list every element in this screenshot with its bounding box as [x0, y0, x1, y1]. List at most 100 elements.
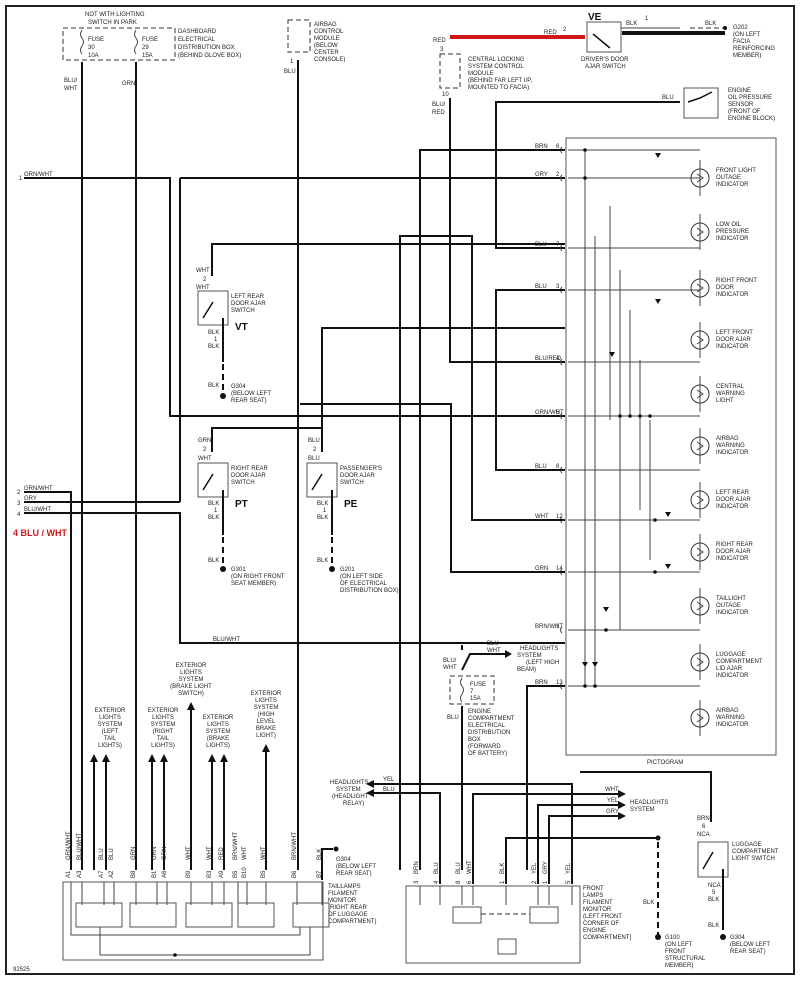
ext-label-line: (BRAKE LIGHT: [170, 684, 212, 690]
g202-line-2: (ON LEFT: [733, 32, 761, 38]
tm-label-5: OF LUGGAGE: [328, 912, 368, 918]
pin-number: 8: [556, 464, 560, 470]
pin-wire-label: WHT: [535, 514, 549, 520]
pin-wire: BLU: [456, 862, 462, 874]
fm-label-6: CORNER OF: [583, 921, 619, 927]
oil-pressure-sensor: ENGINE OIL PRESSURE SENSOR (FRONT OF ENG…: [662, 87, 775, 122]
arrow-up-icon: [102, 754, 110, 762]
pin-wire-label: GRY: [535, 172, 548, 178]
indicator-label: PRESSURE: [716, 229, 749, 235]
pt-switch-icon: [202, 473, 214, 491]
pin-id: A2: [109, 870, 115, 878]
cl-pin-bottom: 10: [442, 92, 449, 98]
pin-wire-label: BRN: [535, 680, 548, 686]
arrow-icon: [366, 789, 374, 797]
g100-wire: BLK: [643, 900, 654, 906]
f7-wire-in-1: BLU/: [443, 658, 457, 664]
pin-id: B3: [207, 870, 213, 878]
airbag-label-3: MODULE: [314, 36, 340, 42]
junction-dot: [583, 148, 587, 152]
wire-label-grn: GRN: [122, 81, 135, 87]
ls-pin-in: 6: [702, 824, 706, 830]
pin-wire-label: BLU: [535, 284, 547, 290]
switch-contact-icon: [592, 33, 611, 49]
indicator-label: FRONT LIGHT: [716, 168, 756, 174]
vt-wire-in-1: WHT: [196, 268, 210, 274]
hs-wire-wht: WHT: [605, 787, 619, 793]
diode-icon: [603, 607, 609, 612]
pin-number: 3: [556, 284, 560, 290]
pin-wire: BLU/WHT: [77, 833, 83, 860]
vt-wire-in-2: WHT: [196, 285, 210, 291]
pin-id: 2: [532, 880, 538, 884]
fuse29-icon: [134, 29, 138, 55]
ls-wire-out-1: BLK: [708, 897, 719, 903]
junction-dot: [653, 518, 657, 522]
diode-icon: [655, 299, 661, 304]
hh-label-3: (LEFT HIGH: [526, 660, 559, 666]
vt-label-1: LEFT REAR: [231, 294, 265, 300]
indicator-label: WARNING: [716, 391, 745, 397]
pt-label-2: DOOR AJAR: [231, 473, 266, 479]
wire-label-bluwht: BLU/: [64, 78, 78, 84]
ext-label-line: LIGHT): [256, 733, 276, 739]
ve-wire-out-2: BLK: [705, 21, 716, 27]
arrow-icon: [366, 780, 374, 788]
hh-label-2: SYSTEM: [517, 653, 542, 659]
pin-wire: BLK: [500, 863, 506, 874]
f7-number: 7: [470, 689, 474, 695]
wire-grnwht-1: [24, 177, 565, 417]
wire-bluwht-4: [24, 512, 565, 644]
pictogram-pin: BLU 3: [535, 284, 700, 294]
ls-switch-icon: [702, 851, 714, 870]
taillamps-monitor: TAILLAMPS FILAMENT MONITOR (RIGHT REAR O…: [62, 831, 376, 961]
vt-wire-out-1: BLK: [208, 330, 219, 336]
pin-wire-label: GRN: [535, 566, 548, 572]
indicator-label: OUTAGE: [716, 603, 741, 609]
ve-wire-out: BLK: [626, 21, 637, 27]
pe-wire-in-1: BLU: [308, 438, 320, 444]
vt-code: VT: [235, 322, 248, 333]
right-rear-door-switch: GRN 2 WHT RIGHT REAR DOOR AJAR SWITCH PT…: [197, 427, 322, 587]
pe-label-3: SWITCH: [340, 480, 364, 486]
pt-wire-out-2: BLK: [208, 515, 219, 521]
pt-wire-out-1: BLK: [208, 501, 219, 507]
indicator-label: LOW OIL: [716, 222, 742, 228]
g100-ground-icon: [655, 934, 661, 940]
vt-label-2: DOOR AJAR: [231, 301, 266, 307]
pin-wire: BRN: [414, 861, 420, 874]
airbag-wire-label: BLU: [284, 69, 296, 75]
fuse29-label: FUSE: [142, 37, 158, 43]
pin-wire-label: BRN: [535, 144, 548, 150]
ext-label-line: (HIGH: [258, 712, 275, 718]
diode-icon: [592, 662, 598, 667]
tm-ground-2: (BELOW LEFT: [336, 864, 376, 870]
g202-line-5: MEMBER): [733, 53, 761, 59]
pin-id: A3: [77, 870, 83, 878]
engine-fuse-box: BLU WHT HEADLIGHTS SYSTEM (LEFT HIGH BEA…: [443, 641, 559, 757]
fuse29-number: 29: [142, 45, 149, 51]
cl-wire-top: RED: [433, 38, 446, 44]
hs-label-1: HEADLIGHTS: [630, 800, 668, 806]
fuse-box-label-1: DASHBOARD: [178, 29, 217, 35]
pt-pin-in: 2: [203, 447, 207, 453]
hh-wire-1: BLU: [487, 641, 499, 647]
hh-wire-2: WHT: [487, 648, 501, 654]
g202-line-3: FACIA: [733, 39, 750, 45]
pin-wire: RED: [219, 847, 225, 860]
fuse-note-line-2: SWITCH IN PARK: [88, 20, 137, 26]
pt-wire-in-1: GRN: [198, 438, 211, 444]
